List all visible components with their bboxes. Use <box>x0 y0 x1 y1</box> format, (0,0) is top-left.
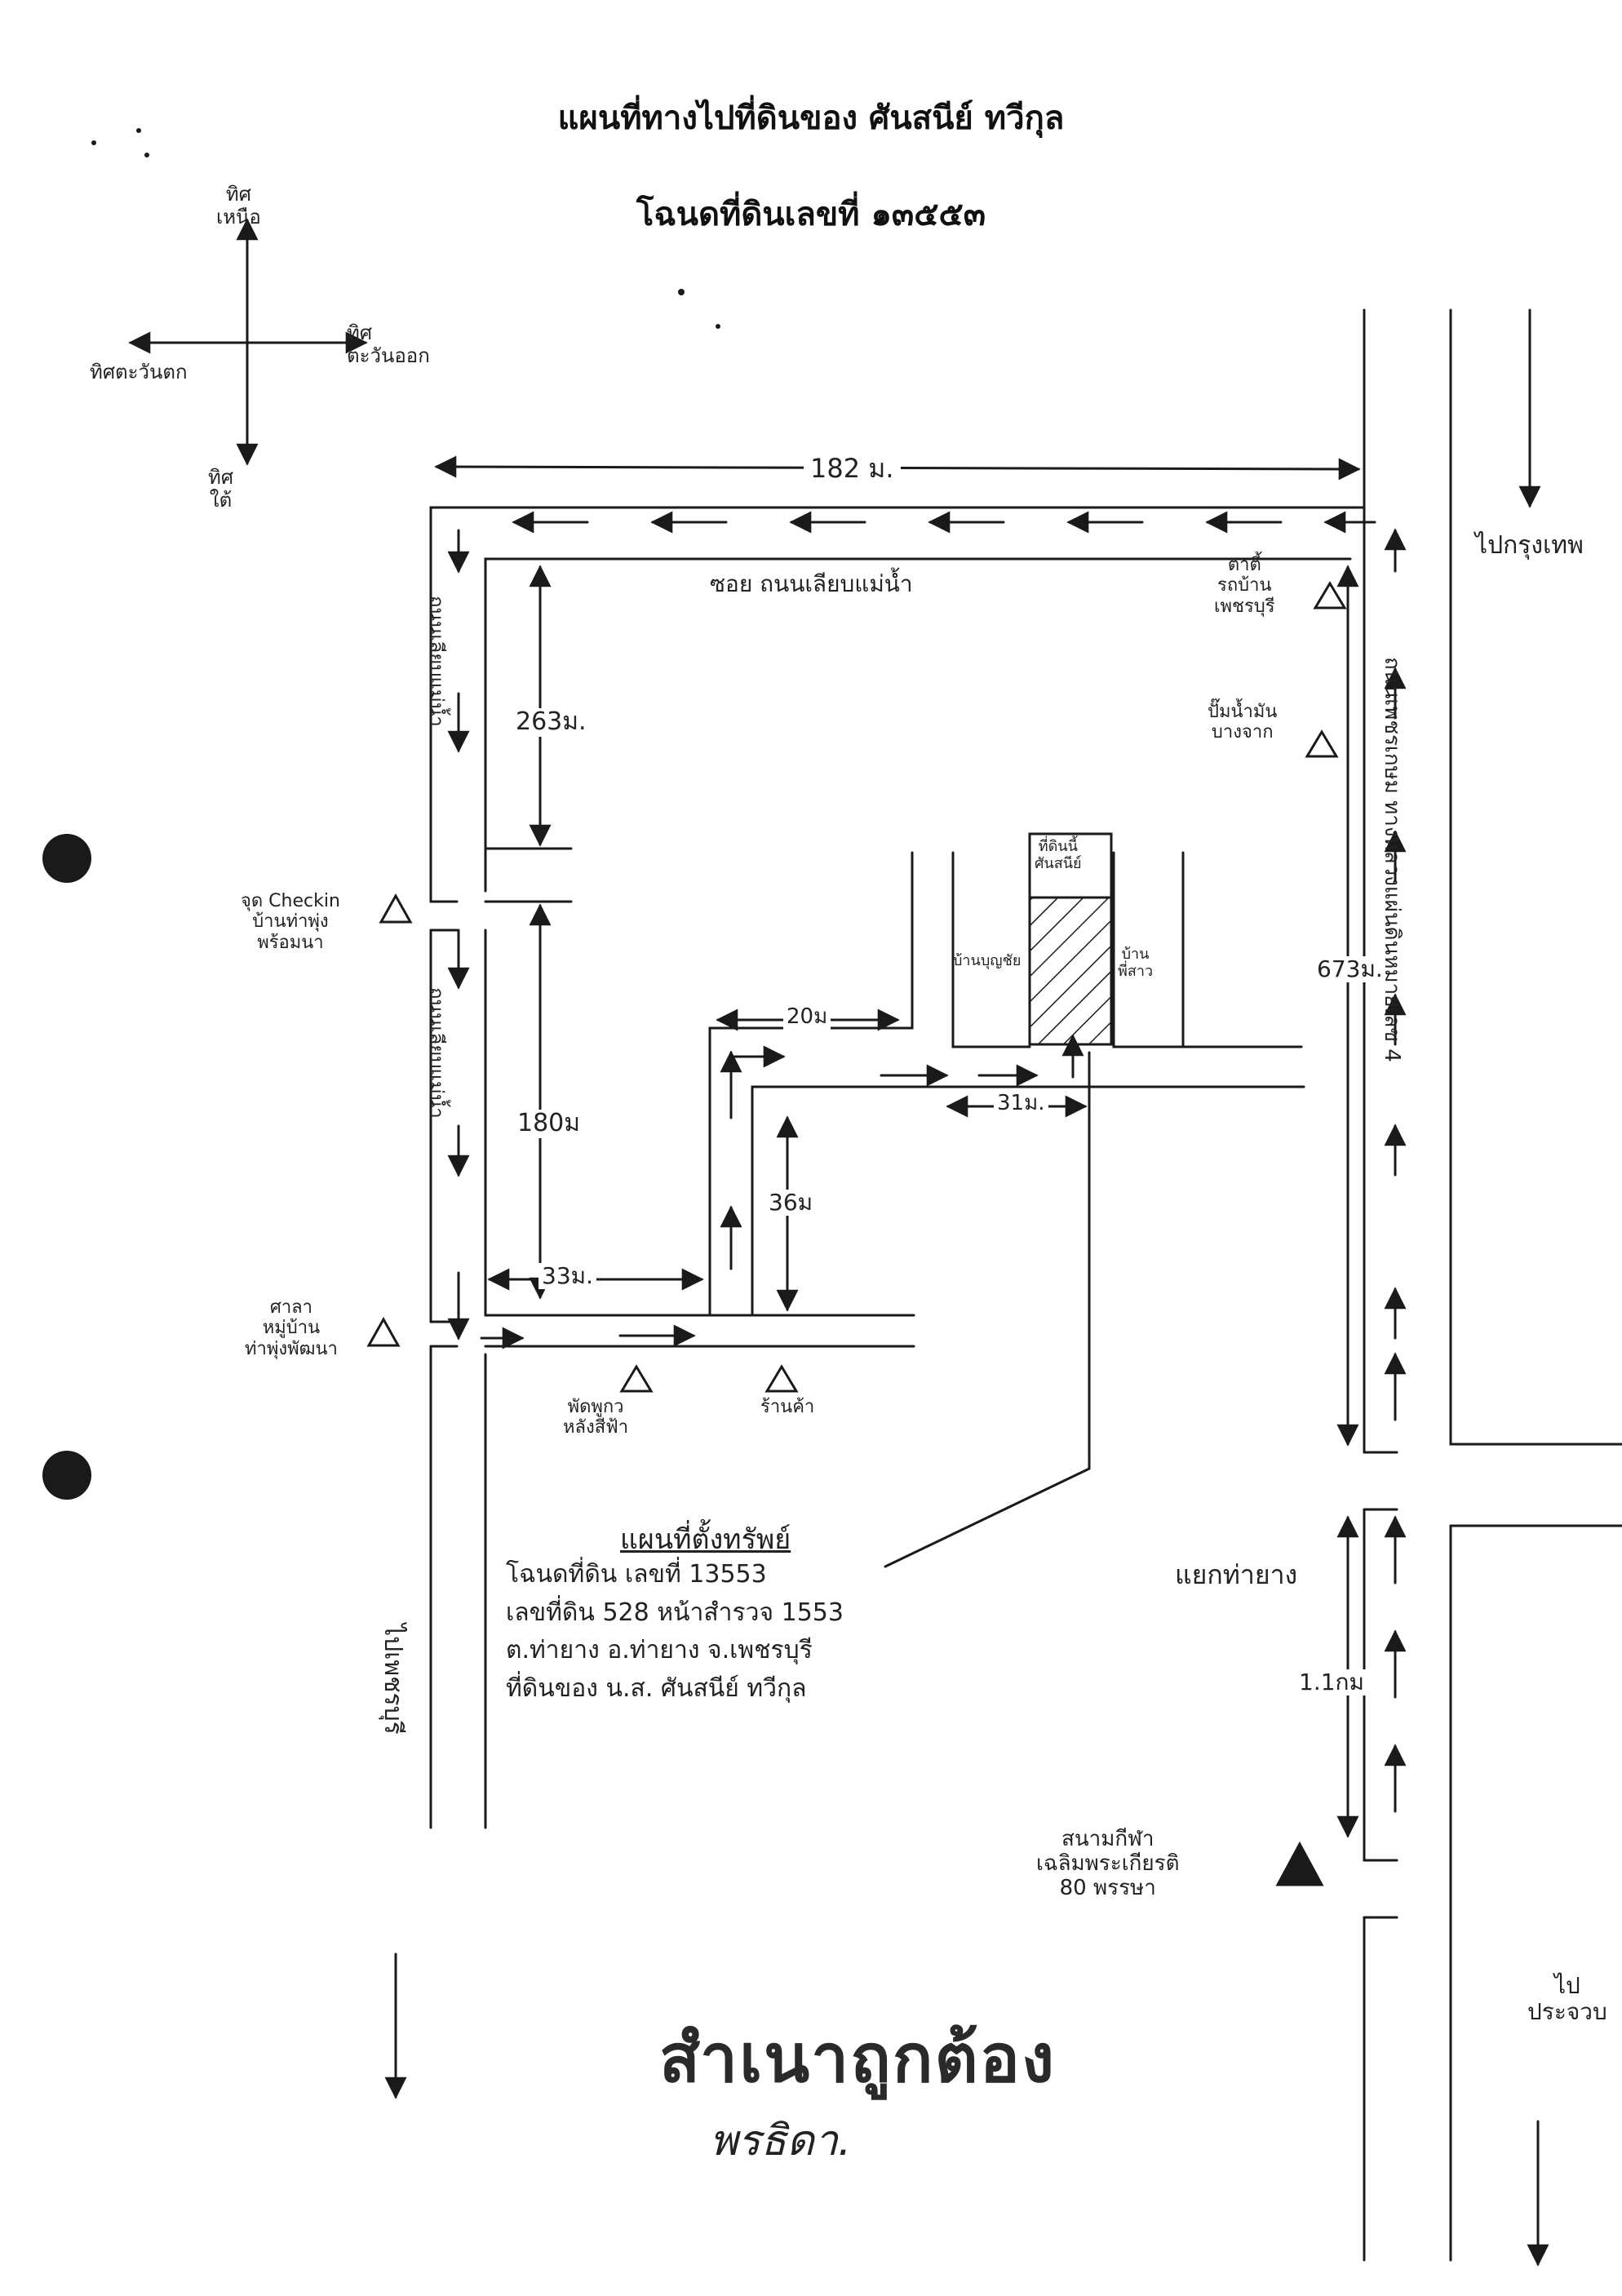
landmark-marker-stall <box>619 1364 654 1393</box>
landmark-marker-gas-station <box>1305 729 1339 758</box>
signature: พรธิดา. <box>710 2116 852 2165</box>
property-note: แผนที่ตั้งทรัพย์ โฉนดที่ดิน เลขที่ 13553… <box>506 1523 844 1703</box>
intersection-label: แยกท่ายาง <box>1175 1559 1298 1590</box>
punch-hole <box>42 834 91 883</box>
distance-middle-left: 180ม <box>514 1109 584 1138</box>
compass-east-label: ทิศ ตะวันออก <box>347 321 430 367</box>
landmark-gas-station-label: ปั๊มน้ำมัน บางจาก <box>1208 702 1278 743</box>
compass-rose <box>128 218 368 466</box>
to-prachuap-label: ไป ประจวบ <box>1527 1972 1607 2026</box>
to-bangkok-label: ไปกรุงเทพ <box>1475 531 1584 560</box>
property-note-line: โฉนดที่ดิน เลขที่ 13553 <box>506 1560 767 1589</box>
highway-lines <box>1363 308 1622 2262</box>
landmark-marker-stadium <box>1275 1841 1324 1886</box>
distance-bottom-left: 33ม. <box>538 1262 596 1290</box>
property-note-line: ที่ดินของ น.ส. ศันสนีย์ ทวีกุล <box>506 1673 807 1703</box>
landmark-top-right-label: ตาตี้ รถบ้าน เพชรบุรี <box>1214 555 1275 617</box>
house-right-label: บ้าน พี่สาว <box>1118 946 1154 980</box>
landmark-stadium-label: สนามกีฬา เฉลิมพระเกียรติ 80 พรรษา <box>1036 1827 1180 1900</box>
left-road-label-north: ถนนเลียบแม่น้ำ <box>425 596 448 727</box>
distance-inner-horizontal: 20ม <box>783 1004 831 1030</box>
landmark-shop-label: ร้านค้า <box>760 1397 815 1417</box>
left-road-label-south: ไปเพชรบุรี <box>379 1624 407 1735</box>
landmark-marker-village-hall <box>366 1316 401 1347</box>
page-title: แผนที่ทางไปที่ดินของ ศันสนีย์ ทวีกุล <box>557 100 1065 137</box>
landmark-marker-shop <box>764 1364 799 1393</box>
distance-right-side: 673ม. <box>1315 955 1385 983</box>
certified-copy-stamp: สำเนาถูกต้อง <box>659 2020 1057 2098</box>
parcel-label: ที่ดินนี้ ศันสนีย์ <box>1035 838 1082 872</box>
parcel-plot <box>1028 832 1113 1046</box>
punch-hole <box>42 1451 91 1500</box>
distance-top-width: 182 ม. <box>804 454 901 484</box>
compass-south-label: ทิศ ใต้ <box>208 466 234 512</box>
highway-label: ถนนเพชรเกษม ทางหลวงแผ่นดินหมายเลข 4 <box>1380 657 1404 1062</box>
inner-lanes <box>708 851 1305 1317</box>
river-road-outline <box>429 506 1366 1829</box>
compass-north-label: ทิศ เหนือ <box>216 183 261 228</box>
landmark-marker-checkin <box>379 893 413 924</box>
house-left-label: บ้านบุญชัย <box>953 952 1022 969</box>
landmark-village-hall-label: ศาลา หมู่บ้าน ท่าพุ่งพัฒนา <box>245 1297 338 1359</box>
distance-upper-left: 263ม. <box>512 707 590 737</box>
distance-to-junction: 1.1กม <box>1297 1669 1366 1696</box>
property-note-heading: แผนที่ตั้งทรัพย์ <box>620 1523 791 1556</box>
landmark-stall-label: พัดพูกว หลังสีฟ้า <box>563 1397 629 1438</box>
landmark-checkin-label: จุด Checkin บ้านท่าพุ่ง พร้อมนา <box>241 891 340 953</box>
river-road-label: ซอย ถนนเลียบแม่น้ำ <box>710 570 913 597</box>
compass-west-label: ทิศตะวันตก <box>90 361 188 383</box>
property-note-line: เลขที่ดิน 528 หน้าสำรวจ 1553 <box>506 1598 844 1627</box>
page-subtitle: โฉนดที่ดินเลขที่ ๑๓๕๕๓ <box>636 196 986 233</box>
distance-inner-vertical: 36ม <box>765 1189 817 1217</box>
direction-arrows <box>384 308 1549 2267</box>
landmark-marker-top-right <box>1313 581 1347 609</box>
left-road-label-middle: ถนนเลียบแม่น้ำ <box>425 987 448 1119</box>
distance-to-parcel: 31ม. <box>994 1091 1048 1116</box>
property-note-line: ต.ท่ายาง อ.ท่ายาง จ.เพชรบุรี <box>506 1636 813 1665</box>
